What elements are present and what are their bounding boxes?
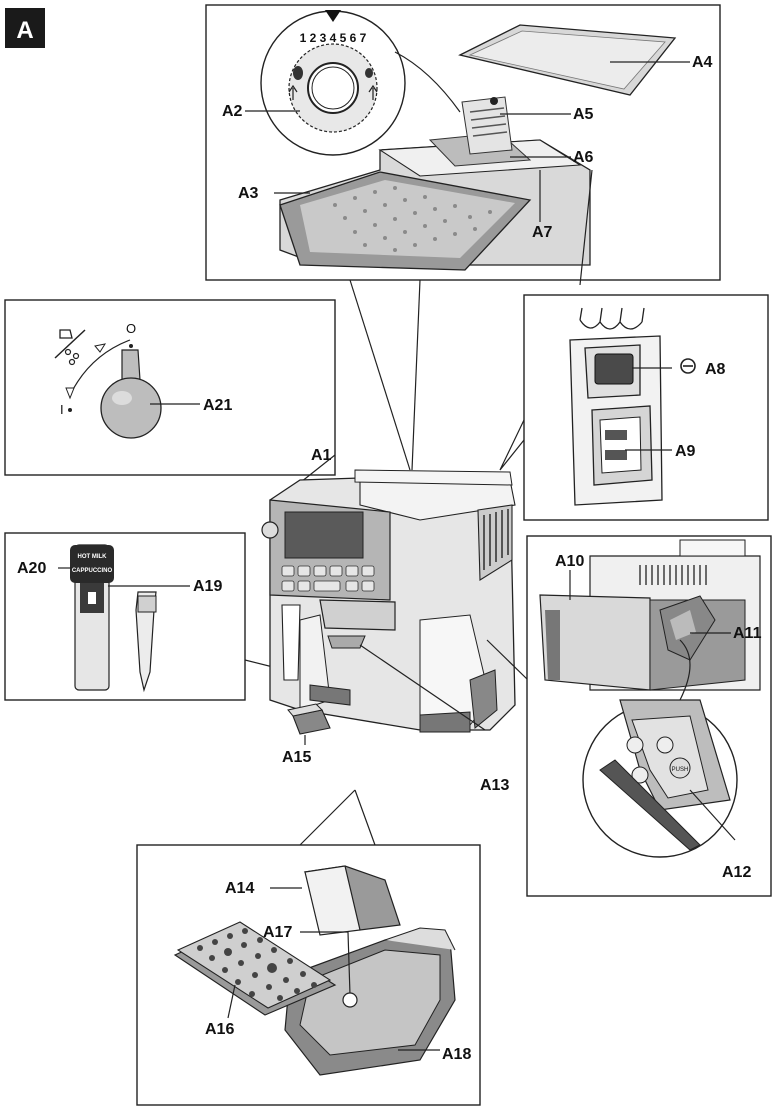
power-panel xyxy=(523,294,769,521)
push-mark: PUSH xyxy=(672,767,689,773)
label-a10: A10 xyxy=(555,553,584,570)
label-a4: A4 xyxy=(692,54,713,71)
label-a18: A18 xyxy=(442,1046,471,1063)
steam-nozzle xyxy=(135,591,157,693)
label-a8: A8 xyxy=(705,361,726,378)
label-a1: A1 xyxy=(311,447,332,464)
espresso-machine xyxy=(261,169,593,846)
steam-off-mark: O xyxy=(126,321,136,336)
cappuccino-mark: CAPPUCCINO xyxy=(72,568,113,574)
label-a7: A7 xyxy=(532,224,553,241)
callout-labels: A1 A2 A3 A4 A5 A6 A7 A8 A9 A10 A11 A12 A… xyxy=(17,54,762,1063)
label-a11: A11 xyxy=(733,625,762,642)
label-a17: A17 xyxy=(263,924,292,941)
label-a3: A3 xyxy=(238,185,259,202)
hot-milk-mark: HOT MILK xyxy=(78,554,108,560)
cappuccino-selector xyxy=(70,545,114,583)
steam-knob-panel: O I xyxy=(4,299,336,476)
label-a20: A20 xyxy=(17,560,46,577)
label-a5: A5 xyxy=(573,106,594,123)
infuser-panel: PUSH xyxy=(526,535,772,897)
control-buttons xyxy=(281,565,375,592)
steam-knob xyxy=(100,377,162,439)
label-a2: A2 xyxy=(222,103,243,120)
dial-indicator-arrow xyxy=(325,10,341,22)
label-a15: A15 xyxy=(282,749,311,766)
label-a19: A19 xyxy=(193,578,222,595)
label-a6: A6 xyxy=(573,149,594,166)
drip-tray-panel xyxy=(136,844,481,1106)
label-a21: A21 xyxy=(203,397,232,414)
cup-warmer-holes xyxy=(333,186,492,252)
cappuccino-panel: HOT MILK CAPPUCCINO xyxy=(4,532,286,701)
grill-holes xyxy=(197,928,317,1001)
steam-on-mark: I xyxy=(60,402,64,417)
label-a12: A12 xyxy=(722,864,751,881)
figure-badge-label: A xyxy=(16,17,33,44)
main-switch xyxy=(594,353,634,385)
label-a14: A14 xyxy=(225,880,254,897)
water-level-float xyxy=(342,992,358,1008)
label-a9: A9 xyxy=(675,443,696,460)
label-a16: A16 xyxy=(205,1021,234,1038)
figure-badge xyxy=(5,8,45,48)
grind-scale: 1 2 3 4 5 6 7 xyxy=(300,31,367,45)
off-symbol-icon xyxy=(680,358,696,374)
bean-container-panel: 1 2 3 4 5 6 7 xyxy=(205,4,721,281)
label-a13: A13 xyxy=(480,777,509,794)
coffee-spout xyxy=(319,599,396,631)
power-socket xyxy=(605,430,627,440)
display xyxy=(284,511,364,559)
